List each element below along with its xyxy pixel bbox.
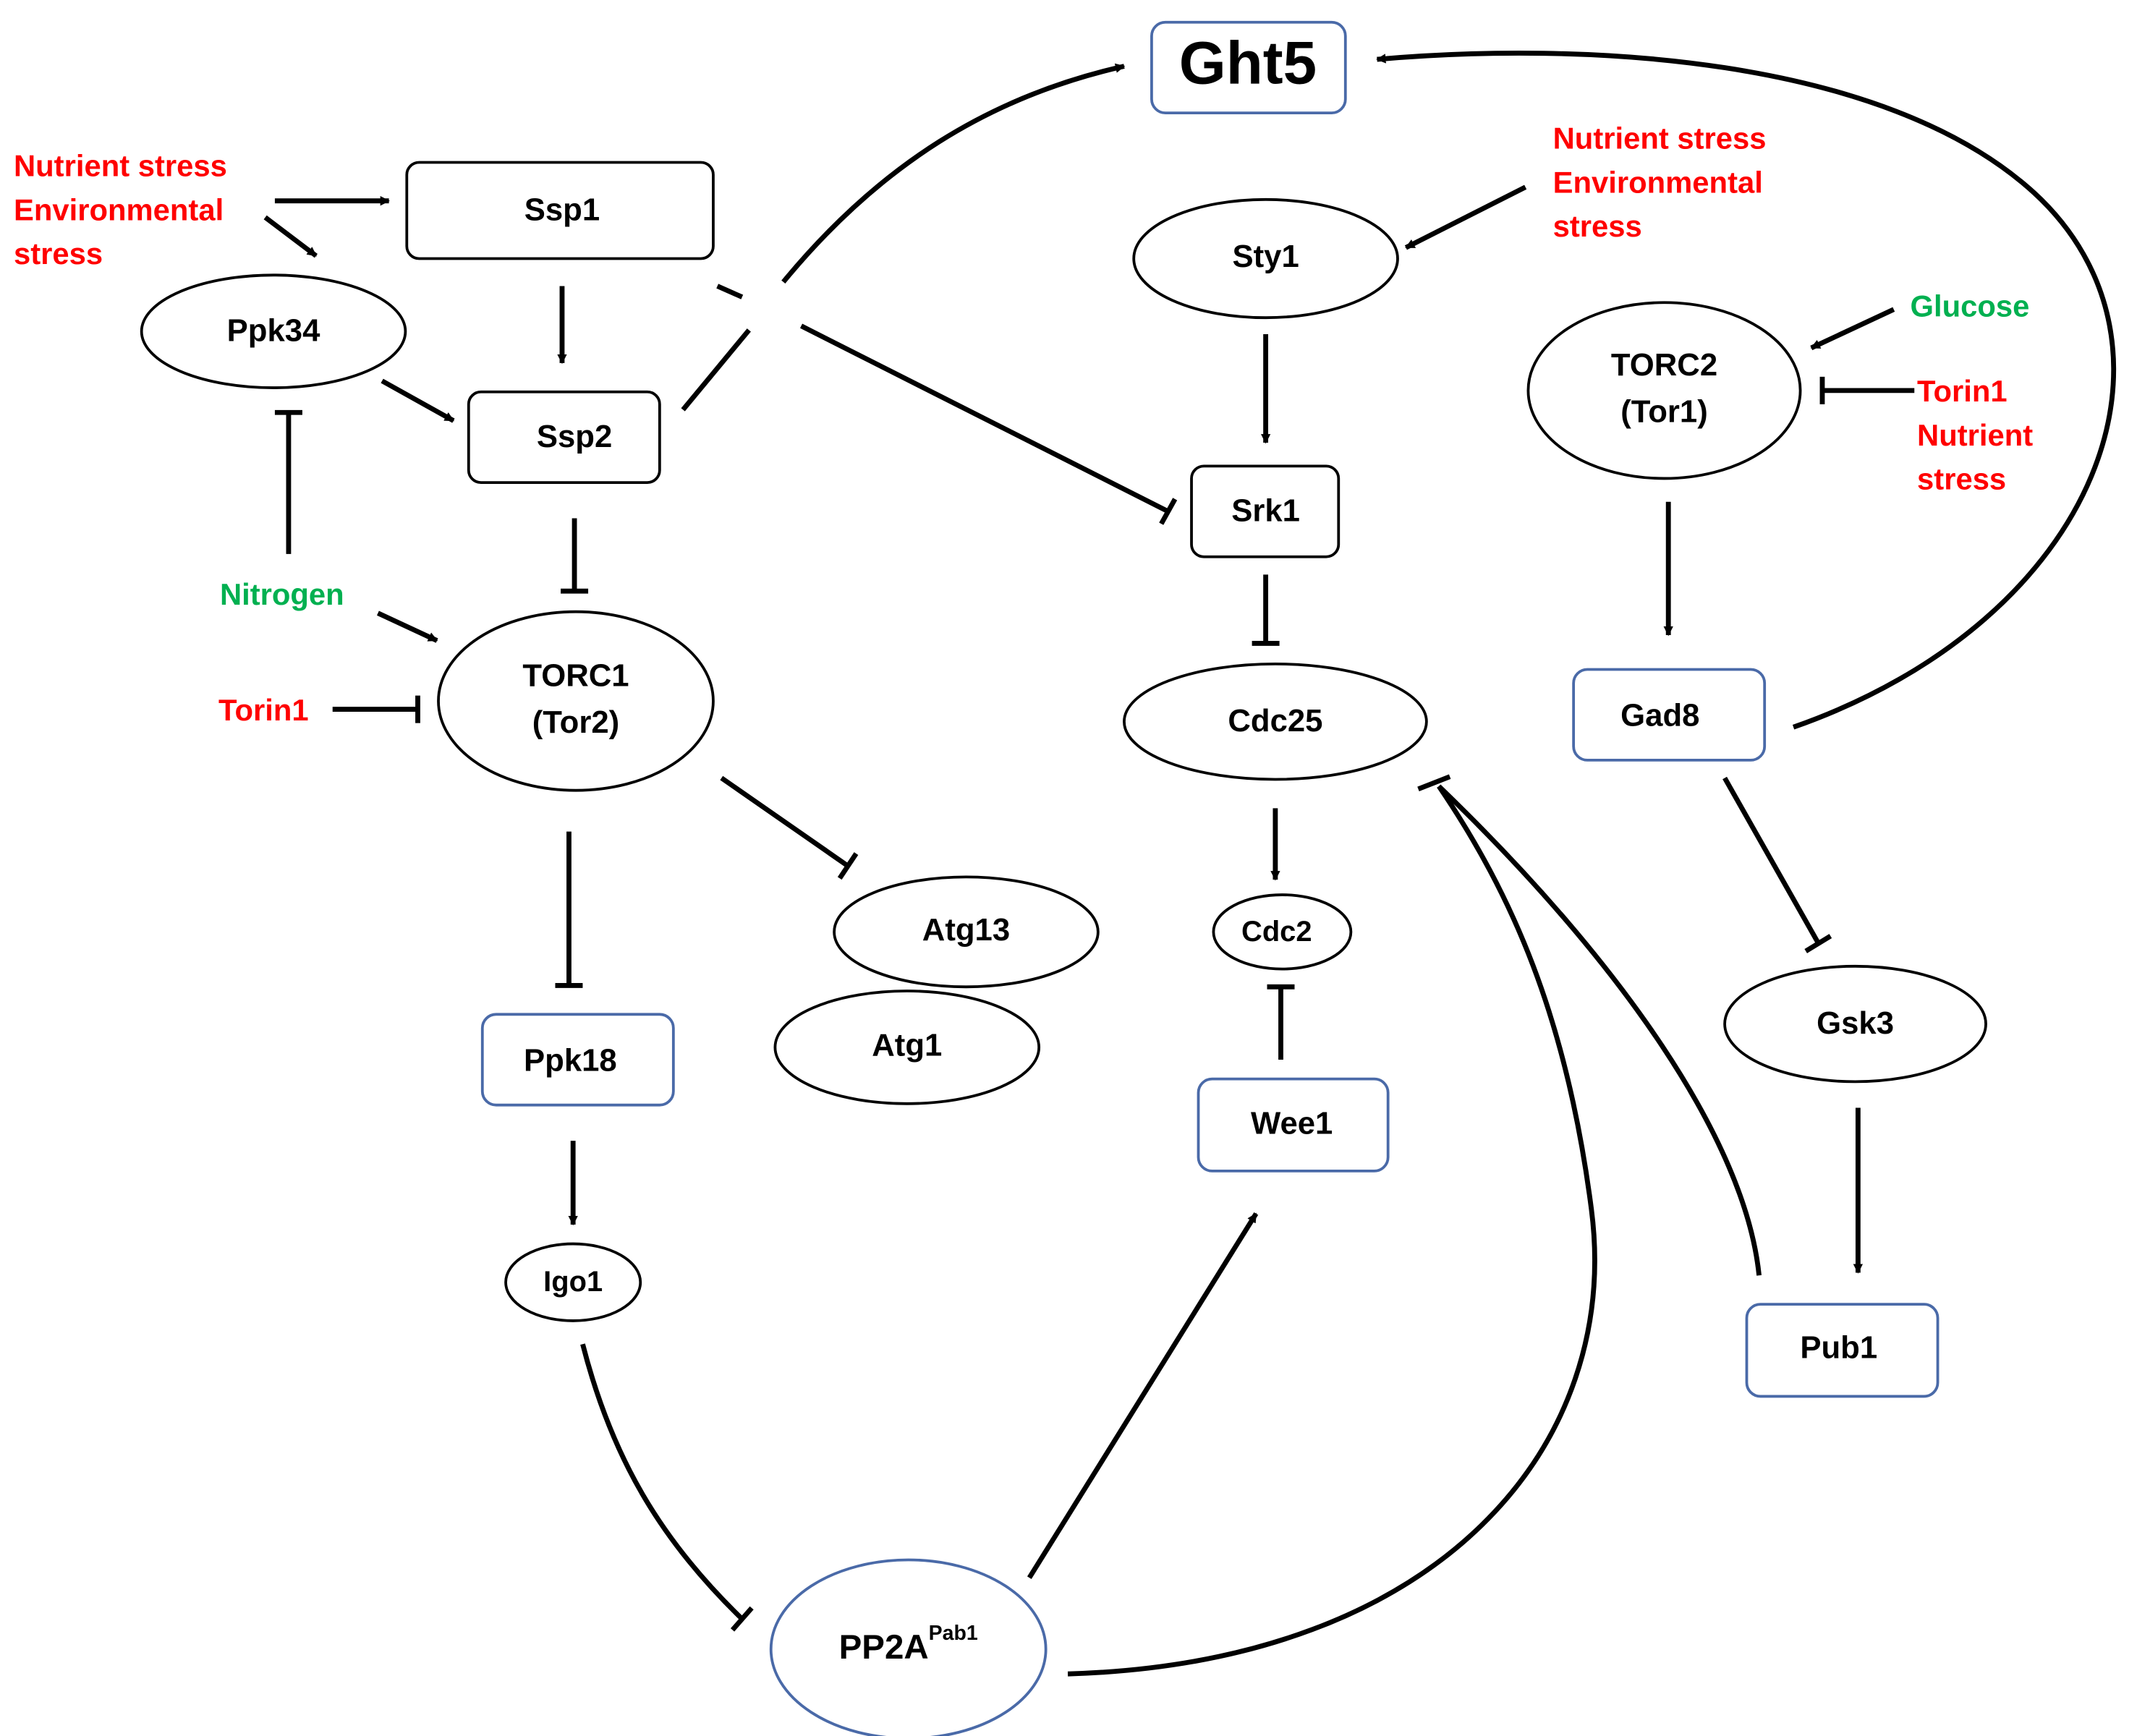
atg1-label: Atg1 bbox=[872, 1027, 942, 1063]
edge-ssp1-inhibits-srk1 bbox=[799, 323, 1170, 514]
gad8-label: Gad8 bbox=[1620, 698, 1699, 733]
gsk3-label: Gsk3 bbox=[1817, 1005, 1894, 1041]
wee1-label: Wee1 bbox=[1251, 1106, 1333, 1141]
edge-gad8-inhibits-gsk3-bar bbox=[1804, 934, 1832, 953]
torc2-label-line1: TORC2 bbox=[1611, 347, 1717, 383]
torc1-node bbox=[437, 610, 715, 792]
pp2a-label-superscript: Pab1 bbox=[929, 1622, 978, 1645]
igo1-label: Igo1 bbox=[543, 1266, 603, 1298]
igo1-node bbox=[504, 1242, 642, 1322]
edge-ssp1-inhibits-srk1-bar bbox=[1159, 498, 1178, 525]
edge-ssp2-to-ght5-upper bbox=[781, 63, 1126, 284]
atg13-node bbox=[833, 875, 1100, 989]
pp2a-node bbox=[769, 1558, 1048, 1736]
srk1-node bbox=[1190, 464, 1341, 558]
edge-igo1-inhibits-pp2a bbox=[580, 1343, 744, 1621]
edge-pp2a-to-wee1 bbox=[1027, 1212, 1259, 1579]
edge-torc1-inhibits-atg13 bbox=[720, 775, 850, 868]
pp2a-label: PP2APab1 bbox=[839, 1622, 978, 1667]
edges bbox=[263, 51, 2116, 1677]
atg13-label: Atg13 bbox=[922, 912, 1010, 948]
signals: Nutrient stress Environmental stress Nut… bbox=[14, 122, 2033, 727]
torin1-left-label: Torin1 bbox=[218, 693, 309, 727]
gsk3-node bbox=[1723, 964, 1987, 1084]
left-stress-line1: Nutrient stress bbox=[14, 149, 227, 183]
edge-ppk34-to-ssp2 bbox=[381, 378, 455, 423]
edge-gad8-inhibits-gsk3 bbox=[1722, 776, 1821, 945]
torc2-node bbox=[1526, 301, 1802, 480]
torc1-label-line1: TORC1 bbox=[522, 658, 629, 693]
gad8-node bbox=[1572, 668, 1767, 762]
torin1-right-label: Torin1 bbox=[1917, 374, 2008, 408]
cdc25-label: Cdc25 bbox=[1228, 703, 1322, 739]
mid-stress-line2: Environmental bbox=[1553, 165, 1763, 199]
ppk18-node bbox=[480, 1013, 675, 1107]
ssp2-node bbox=[467, 390, 661, 485]
glucose-label: Glucose bbox=[1911, 289, 2030, 323]
edge-ssp1-inhibits-srk1-dash bbox=[716, 284, 744, 299]
mid-stress-line1: Nutrient stress bbox=[1553, 122, 1767, 156]
cdc2-label: Cdc2 bbox=[1241, 916, 1312, 948]
edge-glucose-to-torc2 bbox=[1810, 307, 1895, 351]
left-stress-line2: Environmental bbox=[14, 192, 224, 226]
ssp1-node bbox=[405, 161, 715, 260]
ppk18-label: Ppk18 bbox=[524, 1042, 617, 1078]
nutrient-right-line2: stress bbox=[1917, 462, 2006, 496]
nitrogen-label: Nitrogen bbox=[220, 577, 344, 611]
edge-pub1-inhibits-cdc25 bbox=[1437, 784, 1762, 1276]
pub1-node bbox=[1745, 1303, 1940, 1398]
edge-stress-to-ppk34 bbox=[263, 215, 318, 258]
edge-inhibits-cdc25-bar bbox=[1417, 774, 1451, 791]
pub1-label: Pub1 bbox=[1800, 1329, 1877, 1365]
ppk34-label: Ppk34 bbox=[227, 313, 320, 349]
edge-igo1-inhibits-pp2a-bar bbox=[730, 1606, 754, 1632]
edge-stress-to-sty1 bbox=[1404, 184, 1527, 250]
edge-ssp2-to-ght5-lower bbox=[681, 328, 751, 412]
ssp1-label: Ssp1 bbox=[524, 192, 600, 227]
nodes: Ght5 Ssp1 Ppk34 Ssp2 TORC1 (Tor2) Sty1 S… bbox=[140, 20, 1987, 1736]
edge-gad8-to-ght5 bbox=[1376, 51, 2116, 730]
sty1-node bbox=[1132, 197, 1399, 320]
nutrient-right-line1: Nutrient bbox=[1917, 418, 2033, 452]
left-stress-line3: stress bbox=[14, 237, 103, 271]
atg1-node bbox=[773, 990, 1041, 1105]
ssp2-label: Ssp2 bbox=[537, 419, 612, 454]
srk1-label: Srk1 bbox=[1231, 493, 1300, 528]
ppk34-node bbox=[140, 273, 407, 389]
torc1-label-line2: (Tor2) bbox=[532, 705, 620, 740]
sty1-label: Sty1 bbox=[1232, 239, 1299, 274]
pp2a-label-main: PP2A bbox=[839, 1628, 929, 1667]
ght5-label: Ght5 bbox=[1179, 29, 1317, 97]
wee1-node bbox=[1197, 1077, 1390, 1173]
torc2-label-line2: (Tor1) bbox=[1620, 394, 1708, 430]
mid-stress-line3: stress bbox=[1553, 209, 1642, 243]
ght5-node bbox=[1150, 20, 1347, 115]
cdc25-node bbox=[1123, 662, 1428, 781]
cdc2-node bbox=[1212, 893, 1353, 971]
edge-pp2a-inhibits-cdc25 bbox=[1067, 785, 1597, 1677]
edge-torc1-inhibits-atg13-bar bbox=[837, 852, 859, 880]
edge-nitrogen-to-torc1 bbox=[376, 610, 438, 643]
